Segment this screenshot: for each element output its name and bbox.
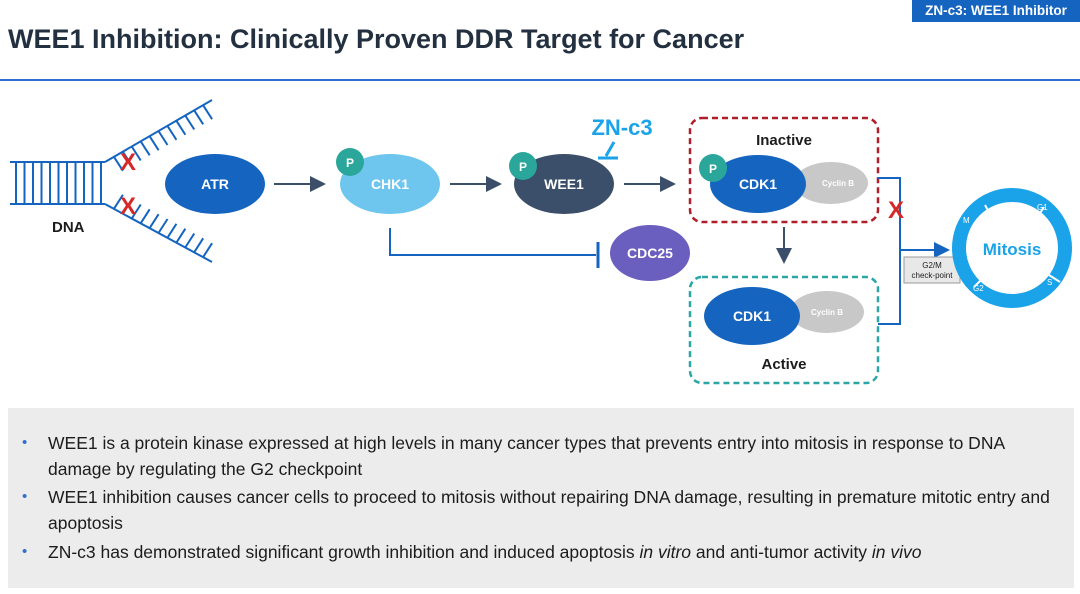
cdk1-phospho-label: P xyxy=(709,162,717,176)
checkpoint-line-1: G2/M xyxy=(922,261,942,270)
dna-break-mark-2: X xyxy=(120,193,136,220)
dna-fork-rung xyxy=(184,232,196,249)
phase-m-label: M xyxy=(963,216,970,225)
dna-fork-rung xyxy=(113,194,124,210)
summary-panel: • WEE1 is a protein kinase expressed at h… xyxy=(8,408,1074,588)
active-to-checkpoint-line xyxy=(878,242,950,325)
dna-fork-rung xyxy=(157,130,169,146)
dna-fork-rung xyxy=(139,208,151,224)
atr-node: ATR xyxy=(165,154,265,214)
text-segment: ZN-c3 has demonstrated significant growt… xyxy=(48,542,640,562)
phase-g2-label: G2 xyxy=(973,284,984,293)
text-segment: WEE1 inhibition causes cancer cells to p… xyxy=(48,487,1050,533)
bullet-item-3: • ZN-c3 has demonstrated significant grow… xyxy=(22,539,1058,565)
wee1-label: WEE1 xyxy=(544,176,584,192)
active-cyclin-b-label: Cyclin B xyxy=(811,308,843,317)
checkpoint-box: G2/M check-point xyxy=(903,256,961,284)
dna-fork-rung xyxy=(193,237,205,253)
dna-fork-rung xyxy=(130,203,142,220)
bullet-item-2: • WEE1 inhibition causes cancer cells to … xyxy=(22,484,1058,536)
italic-text: in vivo xyxy=(871,542,922,562)
dna-fork-rung xyxy=(148,213,160,229)
dna-icon xyxy=(10,99,213,263)
title-divider xyxy=(0,79,1080,81)
inactive-cdk1-label: CDK1 xyxy=(739,176,777,192)
active-complex-box: Cyclin B CDK1 Active xyxy=(688,275,880,385)
wee1-phospho-label: P xyxy=(519,160,527,174)
cdc25-label: CDC25 xyxy=(627,245,673,261)
chk1-phospho-label: P xyxy=(346,156,354,170)
dna-fork-rung xyxy=(202,242,213,258)
inactive-label: Inactive xyxy=(756,132,812,149)
chk1-label: CHK1 xyxy=(371,176,409,192)
bullet-text-3: ZN-c3 has demonstrated significant growt… xyxy=(48,542,922,562)
dna-fork-rung xyxy=(121,199,133,215)
dna-fork-rung xyxy=(139,140,151,156)
inhibitor-label: ZN-c3 xyxy=(591,115,652,140)
mitosis-label: Mitosis xyxy=(983,240,1042,259)
dna-fork-rung xyxy=(175,228,187,244)
wee1-node: WEE1 P xyxy=(509,152,614,214)
inactive-complex-box: Inactive Cyclin B CDK1 P xyxy=(688,116,880,224)
dna-fork-rung xyxy=(166,223,178,239)
dna-fork-rung xyxy=(175,120,187,136)
dna-fork-rung xyxy=(130,145,142,162)
dna-label: DNA xyxy=(52,219,85,236)
dna-fork-rung xyxy=(193,109,205,125)
checkpoint-line-2: check-point xyxy=(912,271,954,280)
cdc25-node: CDC25 xyxy=(610,225,690,281)
dna-break-mark-1: X xyxy=(120,149,136,176)
phase-g1-label: G1 xyxy=(1037,203,1048,212)
inactive-cyclin-b-label: Cyclin B xyxy=(822,179,854,188)
checkpoint-block-mark: X xyxy=(888,197,904,224)
bullet-text-2: WEE1 inhibition causes cancer cells to p… xyxy=(48,487,1050,533)
atr-label: ATR xyxy=(201,176,229,192)
chk1-phospho-icon xyxy=(336,148,364,176)
text-segment: WEE1 is a protein kinase expressed at hi… xyxy=(48,433,1005,479)
chk1-node: CHK1 P xyxy=(336,148,440,214)
wee1-phospho-icon xyxy=(509,152,537,180)
dna-fork-rung xyxy=(157,218,169,234)
cdk1-phospho-icon xyxy=(699,154,727,182)
bullet-item-1: • WEE1 is a protein kinase expressed at h… xyxy=(22,430,1058,482)
dna-fork-rung xyxy=(113,156,124,172)
bullet-dot: • xyxy=(22,434,28,451)
italic-text: in vitro xyxy=(639,542,692,562)
page-title: WEE1 Inhibition: Clinically Proven DDR T… xyxy=(8,24,745,54)
chk1-cdc25-inhibition-line xyxy=(389,228,596,256)
bullet-text-1: WEE1 is a protein kinase expressed at hi… xyxy=(48,433,1004,479)
inhibition-bar-icon xyxy=(598,141,618,160)
bullet-dot: • xyxy=(22,488,28,505)
pathway-diagram: DNA X X ATR CHK1 P WEE1 P ZN-c3 CDC25 In… xyxy=(10,99,1072,385)
inactive-to-checkpoint-line xyxy=(878,177,901,250)
product-tag: ZN-c3: WEE1 Inhibitor xyxy=(912,0,1080,22)
dna-fork-rung xyxy=(121,151,133,167)
bullet-dot: • xyxy=(22,543,28,560)
cell-cycle-ring: Mitosis M G1 S G2 xyxy=(952,188,1072,308)
dna-fork-rung xyxy=(184,114,196,131)
dna-fork-rung xyxy=(148,135,160,151)
dna-fork-rung xyxy=(166,125,178,141)
phase-s-label: S xyxy=(1047,278,1052,287)
active-label: Active xyxy=(761,356,806,373)
dna-fork-rung xyxy=(202,104,213,120)
text-segment: and anti-tumor activity xyxy=(691,542,872,562)
active-cdk1-label: CDK1 xyxy=(733,308,771,324)
